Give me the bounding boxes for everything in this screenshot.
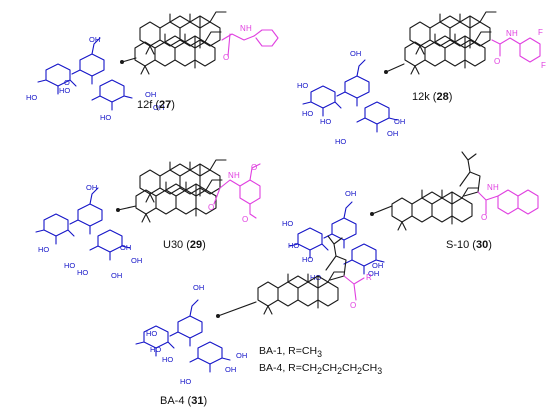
r-group-ba4: BA-4, R=CH2CH2CH2CH3 bbox=[259, 362, 383, 377]
svg-text:HO: HO bbox=[320, 117, 331, 126]
svg-text:OH: OH bbox=[345, 189, 356, 198]
compound-number: 29 bbox=[189, 239, 203, 251]
svg-text:HO: HO bbox=[288, 241, 299, 250]
svg-text:O: O bbox=[494, 57, 500, 66]
svg-text:HO: HO bbox=[302, 255, 313, 264]
svg-text:OH: OH bbox=[225, 365, 236, 374]
svg-text:OH: OH bbox=[236, 351, 247, 360]
svg-text:H: H bbox=[234, 171, 240, 180]
compound-number: 28 bbox=[436, 91, 449, 103]
svg-text:HO: HO bbox=[77, 268, 88, 277]
compound-code: S-10 bbox=[446, 239, 470, 251]
svg-text:O: O bbox=[251, 163, 257, 172]
svg-text:OH: OH bbox=[193, 283, 204, 292]
compound-label-27: 12f (27) bbox=[137, 99, 175, 111]
svg-text:HO: HO bbox=[180, 377, 191, 386]
svg-text:HO: HO bbox=[297, 81, 308, 90]
svg-text:OH: OH bbox=[394, 117, 405, 126]
compound-code: BA-4 bbox=[160, 395, 185, 407]
svg-text:H: H bbox=[512, 29, 518, 38]
compound-code: 12f bbox=[137, 99, 153, 111]
svg-text:OH: OH bbox=[86, 183, 97, 192]
svg-text:OH: OH bbox=[120, 243, 131, 252]
svg-text:F: F bbox=[541, 61, 546, 70]
compound-code: 12k bbox=[412, 91, 430, 103]
svg-text:HO: HO bbox=[64, 261, 75, 270]
svg-text:H: H bbox=[493, 183, 499, 192]
compound-number: 27 bbox=[159, 99, 172, 111]
compound-number: 30 bbox=[475, 239, 489, 251]
svg-text:O: O bbox=[223, 53, 229, 62]
compound-31-structure: O R HO HO HO HO OH OH OH bbox=[135, 235, 372, 386]
svg-text:HO: HO bbox=[100, 113, 111, 122]
svg-text:O: O bbox=[350, 301, 356, 310]
compound-28-structure: O N H F F HO HO HO HO OH OH OH bbox=[297, 11, 546, 146]
svg-text:HO: HO bbox=[282, 219, 293, 228]
compound-code: U30 bbox=[163, 239, 184, 251]
compound-30-structure: O N H HO HO HO HO OH OH OH bbox=[282, 151, 539, 282]
svg-text:HO: HO bbox=[38, 245, 49, 254]
svg-text:HO: HO bbox=[59, 86, 70, 95]
svg-text:HO: HO bbox=[302, 109, 313, 118]
svg-text:OH: OH bbox=[387, 129, 398, 138]
svg-text:O: O bbox=[208, 203, 214, 212]
compound-label-30: S-10 (30) bbox=[446, 239, 492, 251]
compound-label-29: U30 (29) bbox=[163, 239, 206, 251]
svg-text:H: H bbox=[246, 24, 252, 33]
svg-text:OH: OH bbox=[350, 49, 361, 58]
svg-text:O: O bbox=[481, 213, 487, 222]
svg-text:HO: HO bbox=[26, 93, 37, 102]
svg-text:O: O bbox=[64, 78, 70, 87]
svg-text:N: N bbox=[240, 24, 246, 33]
r-group-ba1: BA-1, R=CH3 bbox=[259, 345, 322, 360]
svg-text:OH: OH bbox=[111, 271, 122, 280]
svg-text:R: R bbox=[366, 273, 372, 282]
svg-text:OH: OH bbox=[368, 269, 379, 278]
compound-29-structure: O N H O O HO HO HO OH OH OH OH bbox=[35, 159, 261, 280]
compound-label-31: BA-4 (31) bbox=[160, 395, 208, 407]
svg-text:O: O bbox=[242, 215, 248, 224]
svg-text:HO: HO bbox=[150, 345, 161, 354]
compound-number: 31 bbox=[191, 395, 204, 407]
svg-text:N: N bbox=[228, 171, 234, 180]
svg-text:HO: HO bbox=[162, 355, 173, 364]
svg-text:F: F bbox=[538, 28, 543, 37]
svg-text:HO: HO bbox=[335, 137, 346, 146]
svg-text:OH: OH bbox=[131, 256, 142, 265]
svg-text:N: N bbox=[506, 29, 512, 38]
svg-text:OH: OH bbox=[89, 35, 100, 44]
svg-text:OH: OH bbox=[145, 90, 156, 99]
svg-text:HO: HO bbox=[146, 329, 157, 338]
compound-label-28: 12k (28) bbox=[412, 91, 453, 103]
svg-text:OH: OH bbox=[153, 103, 164, 112]
compound-27-structure: O N H HO HO HO OH OH OH O bbox=[26, 11, 279, 122]
svg-text:N: N bbox=[487, 183, 493, 192]
svg-text:OH: OH bbox=[372, 261, 383, 270]
